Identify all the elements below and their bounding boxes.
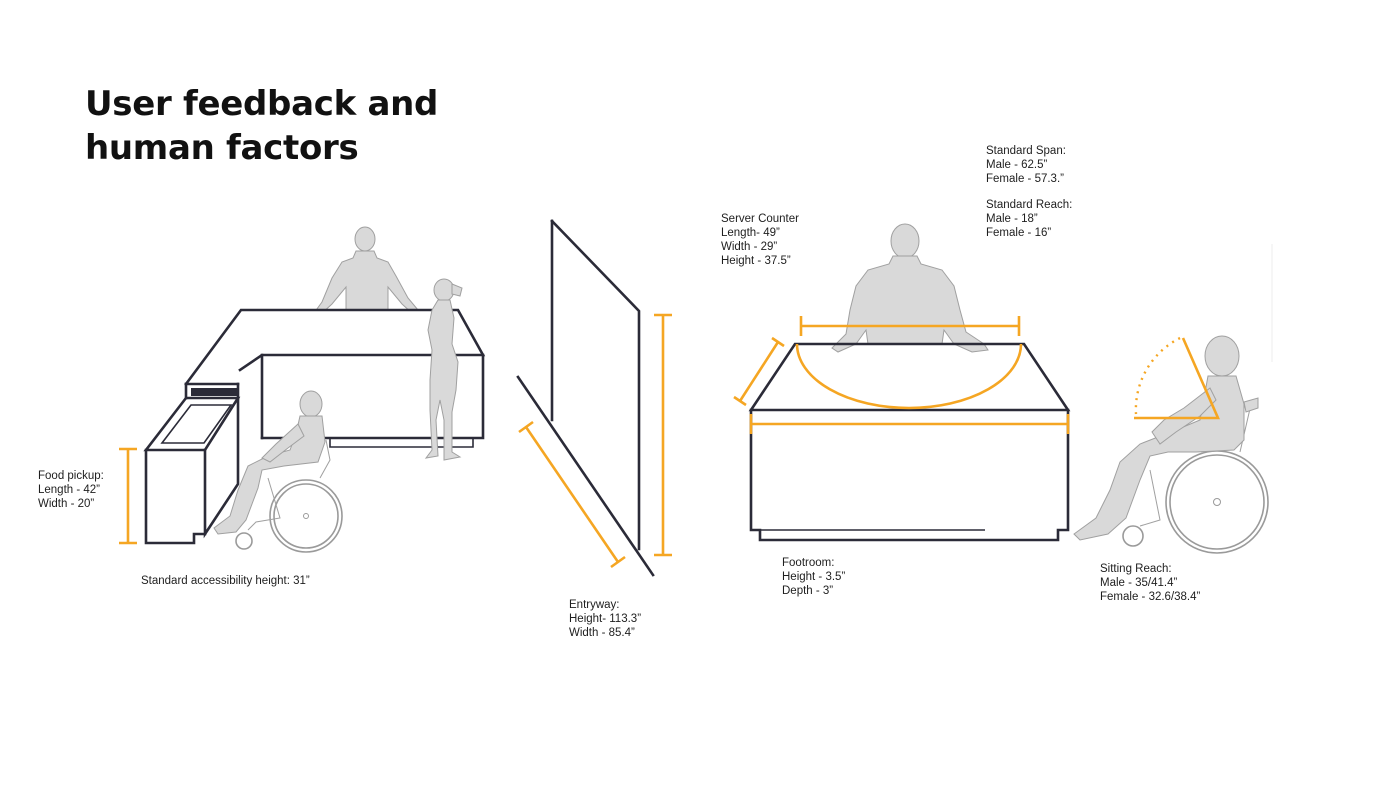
entryway-heading: Entryway:: [569, 599, 620, 611]
server-counter-length: Length- 49”: [721, 227, 780, 239]
standard-span-female: Female - 57.3.”: [986, 173, 1064, 185]
footroom-heading: Footroom:: [782, 557, 835, 569]
server-counter-width: Width - 29”: [721, 241, 778, 253]
label-accessibility-height: Standard accessibility height: 31”: [141, 575, 310, 587]
server-counter: [733, 223, 1071, 542]
footroom-height: Height - 3.5”: [782, 571, 846, 583]
label-footroom: Footroom: Height - 3.5” Depth - 3”: [782, 556, 845, 598]
height-bracket-left: [119, 447, 137, 545]
wheelchair-person-left: [213, 390, 343, 553]
entryway-height: Height- 113.3”: [569, 613, 642, 625]
title-line-1: User feedback and: [85, 84, 439, 124]
sitting-reach-male: Male - 35/41.4”: [1100, 577, 1178, 589]
standard-reach-male: Male - 18”: [986, 213, 1038, 225]
label-standard-reach: Standard Reach: Male - 18” Female - 16”: [986, 198, 1072, 240]
title-line-2: human factors: [85, 128, 359, 168]
food-pickup-length: Length - 42”: [38, 484, 101, 496]
standard-reach-female: Female - 16”: [986, 227, 1052, 239]
footroom-depth: Depth - 3”: [782, 585, 834, 597]
label-sitting-reach: Sitting Reach: Male - 35/41.4” Female - …: [1100, 562, 1200, 604]
page-title: User feedback and human factors: [85, 82, 438, 170]
food-pickup-width: Width - 20”: [38, 498, 95, 510]
standard-reach-heading: Standard Reach:: [986, 199, 1073, 211]
label-food-pickup: Food pickup: Length - 42” Width - 20”: [38, 469, 104, 511]
standing-person-behind-counter: [313, 226, 424, 316]
server-counter-height: Height - 37.5”: [721, 255, 791, 267]
entryway: [516, 219, 672, 577]
label-standard-span: Standard Span: Male - 62.5” Female - 57.…: [986, 144, 1066, 186]
l-counter: [143, 226, 486, 545]
wheelchair-person-right: [1073, 244, 1273, 554]
entryway-width: Width - 85.4”: [569, 627, 635, 639]
standard-span-heading: Standard Span:: [986, 145, 1066, 157]
standing-person-server: [831, 223, 989, 353]
food-pickup-heading: Food pickup:: [38, 470, 104, 482]
standing-person-side: [424, 278, 463, 461]
standard-span-male: Male - 62.5”: [986, 159, 1048, 171]
sitting-reach-female: Female - 32.6/38.4”: [1100, 591, 1201, 603]
server-counter-heading: Server Counter: [721, 213, 799, 225]
sitting-reach-heading: Sitting Reach:: [1100, 563, 1172, 575]
label-entryway: Entryway: Height- 113.3” Width - 85.4”: [569, 598, 641, 640]
label-server-counter: Server Counter Length- 49” Width - 29” H…: [721, 212, 799, 268]
